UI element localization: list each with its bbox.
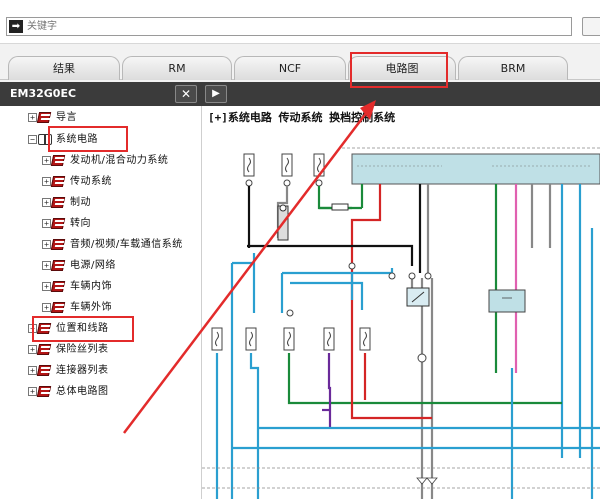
expand-icon[interactable]: +	[42, 261, 51, 270]
fuse-group-bottom	[211, 327, 371, 351]
tab-wiring-diagram[interactable]: 电路图	[348, 56, 456, 80]
tab-bar: 结果 RM NCF 电路图 BRM	[0, 44, 600, 80]
expand-icon[interactable]: +	[42, 198, 51, 207]
book-icon	[50, 154, 67, 166]
book-icon	[36, 385, 53, 397]
book-icon	[50, 196, 67, 208]
diagram-title: [+]系统电路 传动系统 换档控制系统	[208, 111, 396, 124]
tree-item-label: 保险丝列表	[56, 344, 109, 355]
tree-item-audio-video[interactable]: + 音频/视频/车载通信系统	[42, 237, 200, 253]
expand-icon[interactable]: +	[42, 219, 51, 228]
search-box: ➡	[6, 17, 572, 36]
highlight-box-system-circuits	[48, 126, 128, 152]
document-code: EM32G0EC	[10, 87, 77, 100]
ecu-connector-block	[351, 153, 600, 185]
book-icon	[50, 301, 67, 313]
book-icon	[36, 364, 53, 376]
highlight-box-location-routing	[32, 316, 134, 342]
sensor-module	[488, 289, 526, 313]
highlight-box-tab	[350, 52, 448, 88]
expand-icon[interactable]: +	[42, 177, 51, 186]
expand-icon[interactable]: +	[42, 282, 51, 291]
play-icon: ▶	[212, 88, 220, 99]
expand-icon[interactable]: +	[42, 156, 51, 165]
tree-item-label: 音频/视频/车载通信系统	[70, 239, 183, 250]
expand-icon[interactable]: +	[28, 345, 37, 354]
close-button[interactable]: ✕	[175, 85, 197, 103]
tree-item-label: 总体电路图	[56, 386, 109, 397]
diagram-panel: ▶ [+]系统电路 传动系统 换档控制系统	[202, 82, 600, 499]
relay	[406, 287, 430, 307]
search-button[interactable]	[582, 17, 600, 36]
tree-item-label: 连接器列表	[56, 365, 109, 376]
tab-ncf[interactable]: NCF	[234, 56, 346, 80]
book-icon	[50, 259, 67, 271]
panel-header: EM32G0EC ✕	[0, 82, 202, 106]
expand-icon[interactable]: +	[28, 387, 37, 396]
expand-icon[interactable]: +	[42, 240, 51, 249]
diagram-title-bar: [+]系统电路 传动系统 换档控制系统	[202, 108, 600, 126]
book-icon	[50, 238, 67, 250]
book-icon	[36, 343, 53, 355]
book-icon	[36, 111, 53, 123]
wiring-diagram[interactable]	[202, 128, 600, 499]
tree-item-label: 系统电路	[56, 134, 98, 145]
arrow-right-icon: ➡	[9, 20, 23, 33]
tree-item-label: 位置和线路	[56, 323, 109, 334]
expand-icon[interactable]: +	[28, 366, 37, 375]
book-icon	[50, 280, 67, 292]
tab-rm[interactable]: RM	[122, 56, 232, 80]
search-bar: ➡	[0, 0, 600, 44]
tree-item-label: 发动机/混合动力系统	[70, 155, 169, 166]
tree-item-label: 转向	[70, 218, 91, 229]
collapse-icon[interactable]: −	[28, 135, 37, 144]
tab-results[interactable]: 结果	[8, 56, 120, 80]
book-icon	[50, 175, 67, 187]
tree-item-label: 导言	[56, 112, 77, 123]
expand-panel-button[interactable]: ▶	[205, 85, 227, 103]
expand-icon[interactable]: +	[28, 113, 37, 122]
tab-brm[interactable]: BRM	[458, 56, 568, 80]
search-input[interactable]	[27, 19, 567, 34]
fuse-group-top	[243, 153, 325, 187]
tree-item-label: 车辆内饰	[70, 281, 112, 292]
book-icon	[50, 217, 67, 229]
tree-item-label: 制动	[70, 197, 91, 208]
expand-icon[interactable]: +	[42, 303, 51, 312]
tree-item-label: 电源/网络	[70, 260, 116, 271]
close-icon: ✕	[180, 87, 192, 101]
tree-item-label: 传动系统	[70, 176, 112, 187]
tree-item-label: 车辆外饰	[70, 302, 112, 313]
